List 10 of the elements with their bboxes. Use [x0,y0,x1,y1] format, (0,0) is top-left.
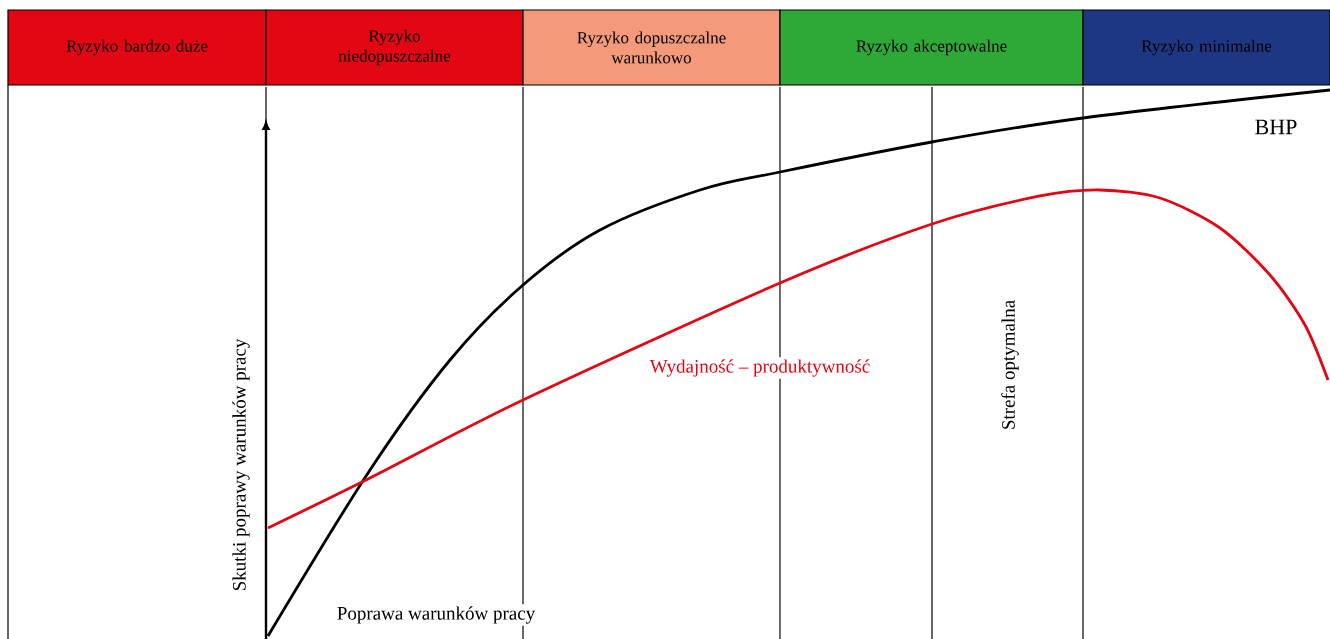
header-cell: Ryzyko bardzo duże [7,9,267,86]
header-cell: Ryzyko minimalne [1082,9,1330,86]
header-cell: Ryzyko dopuszczalne warunkowo [522,9,781,86]
zone-label: Strefa optymalna [999,297,1021,433]
axis-label: Skutki poprawy warunków pracy [230,336,252,594]
header-cell: Ryzyko akceptowalne [779,9,1084,86]
curve-label: BHP [1252,117,1300,137]
axis-label: Poprawa warunków pracy [334,604,538,626]
header-cell: Ryzyko niedopuszczalne [265,9,524,86]
curve-label: Wydajność – produktywność [647,357,873,379]
